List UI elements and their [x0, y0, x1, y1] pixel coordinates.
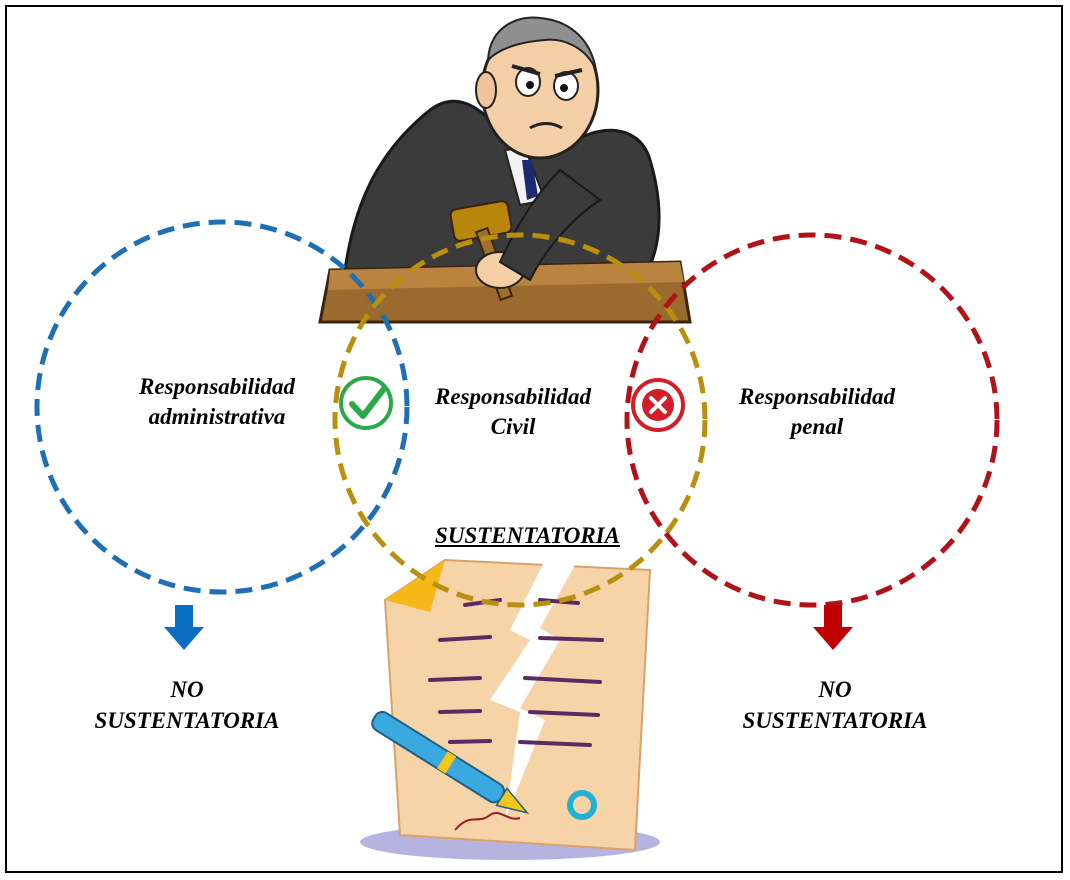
circle-administrativa	[34, 219, 410, 595]
diagram-frame	[5, 5, 1063, 873]
venn-circles	[34, 219, 1000, 608]
label-penal-line2: penal	[790, 414, 844, 439]
check-icon	[339, 376, 393, 430]
label-penal: Responsabilidad penal	[712, 382, 922, 442]
label-civil: Responsabilidad Civil	[408, 382, 618, 442]
label-administrativa: Responsabilidad administrativa	[102, 372, 332, 432]
outcome-left-line1: NO	[170, 677, 204, 702]
center-result: SUSTENTATORIA	[435, 523, 620, 548]
label-administrativa-line2: administrativa	[148, 404, 286, 429]
outcome-left: NO SUSTENTATORIA	[62, 674, 312, 736]
circle-penal	[624, 232, 1000, 608]
outcome-left-line2: SUSTENTATORIA	[94, 708, 280, 733]
arrow-down-icon-right	[813, 605, 853, 650]
label-administrativa-line1: Responsabilidad	[139, 374, 295, 399]
document-illustration	[360, 558, 660, 860]
circle-civil	[332, 232, 708, 608]
outcome-right-line1: NO	[818, 677, 852, 702]
label-civil-line1: Responsabilidad	[435, 384, 591, 409]
arrow-down-icon-left	[164, 605, 204, 650]
outcome-right: NO SUSTENTATORIA	[710, 674, 960, 736]
label-penal-line1: Responsabilidad	[739, 384, 895, 409]
outcome-right-line2: SUSTENTATORIA	[742, 708, 928, 733]
x-icon	[631, 378, 685, 432]
label-civil-line2: Civil	[490, 414, 536, 439]
